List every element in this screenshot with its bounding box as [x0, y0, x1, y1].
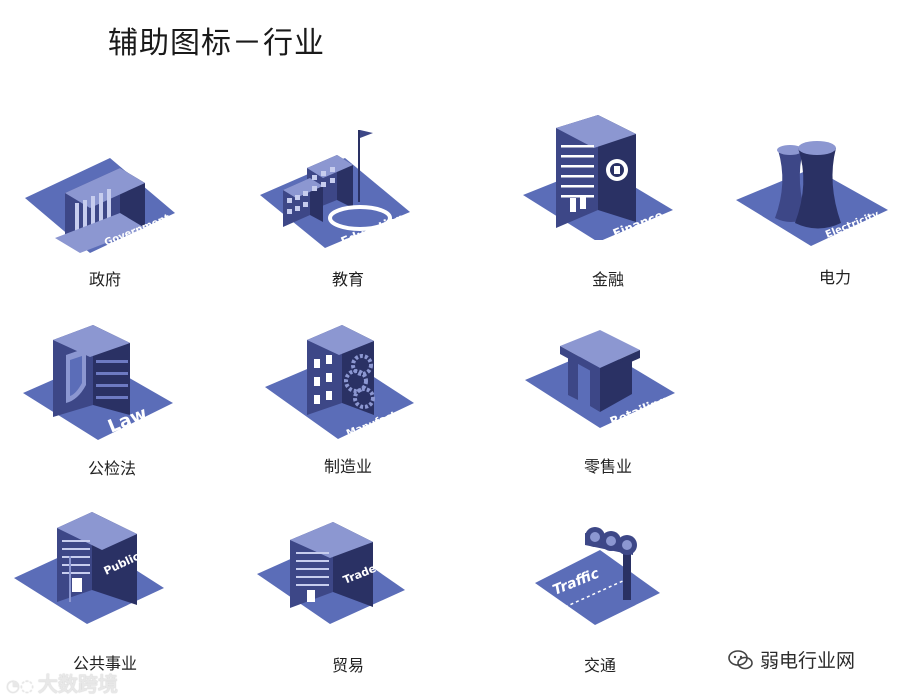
finance-label: 金融	[591, 270, 624, 289]
education-label: 教育	[331, 270, 364, 289]
finance-tile[interactable]: Finance	[518, 110, 698, 240]
page-title: 辅助图标－行业	[108, 26, 325, 61]
education-tile[interactable]: Education	[255, 120, 435, 250]
bank-tower-icon: Finance	[523, 115, 673, 240]
traffic-tile[interactable]: Traffic	[525, 515, 705, 645]
watermark-right: 弱电行业网	[728, 646, 855, 673]
manufacture-tile[interactable]: Manufacture	[262, 315, 442, 445]
trade-label: 贸易	[331, 656, 364, 675]
bubble-logo-icon: ◔◌	[6, 676, 34, 695]
public-tile[interactable]: Public	[12, 500, 192, 630]
law-tile[interactable]: Law	[18, 315, 198, 445]
traffic-light-icon: Traffic	[535, 527, 660, 625]
retailing-label: 零售业	[583, 457, 632, 476]
shop-kiosk-icon: Retailing	[525, 330, 675, 429]
factory-gear-icon: Manufacture	[265, 325, 416, 440]
electricity-tile[interactable]: Electricity	[733, 128, 898, 258]
public-label: 公共事业	[72, 654, 137, 673]
cooling-tower-icon: Electricity	[736, 141, 888, 246]
traffic-label: 交通	[583, 656, 616, 675]
watermark-left: ◔◌大数跨境	[6, 672, 118, 696]
law-label: 公检法	[87, 459, 136, 478]
government-tile[interactable]: Government	[20, 128, 200, 258]
courthouse-shield-icon: Law	[23, 325, 173, 440]
trade-building-icon: Trade	[257, 522, 405, 624]
trade-tile[interactable]: Trade	[255, 512, 435, 642]
school-icon: Education	[260, 130, 410, 249]
public-building-icon: Public	[14, 512, 164, 624]
manufacture-label: 制造业	[323, 457, 372, 476]
government-building-icon: Government	[25, 158, 175, 253]
retailing-tile[interactable]: Retailing	[520, 318, 700, 448]
electricity-label: 电力	[818, 268, 851, 287]
wechat-icon	[728, 649, 753, 669]
government-label: 政府	[88, 270, 121, 289]
